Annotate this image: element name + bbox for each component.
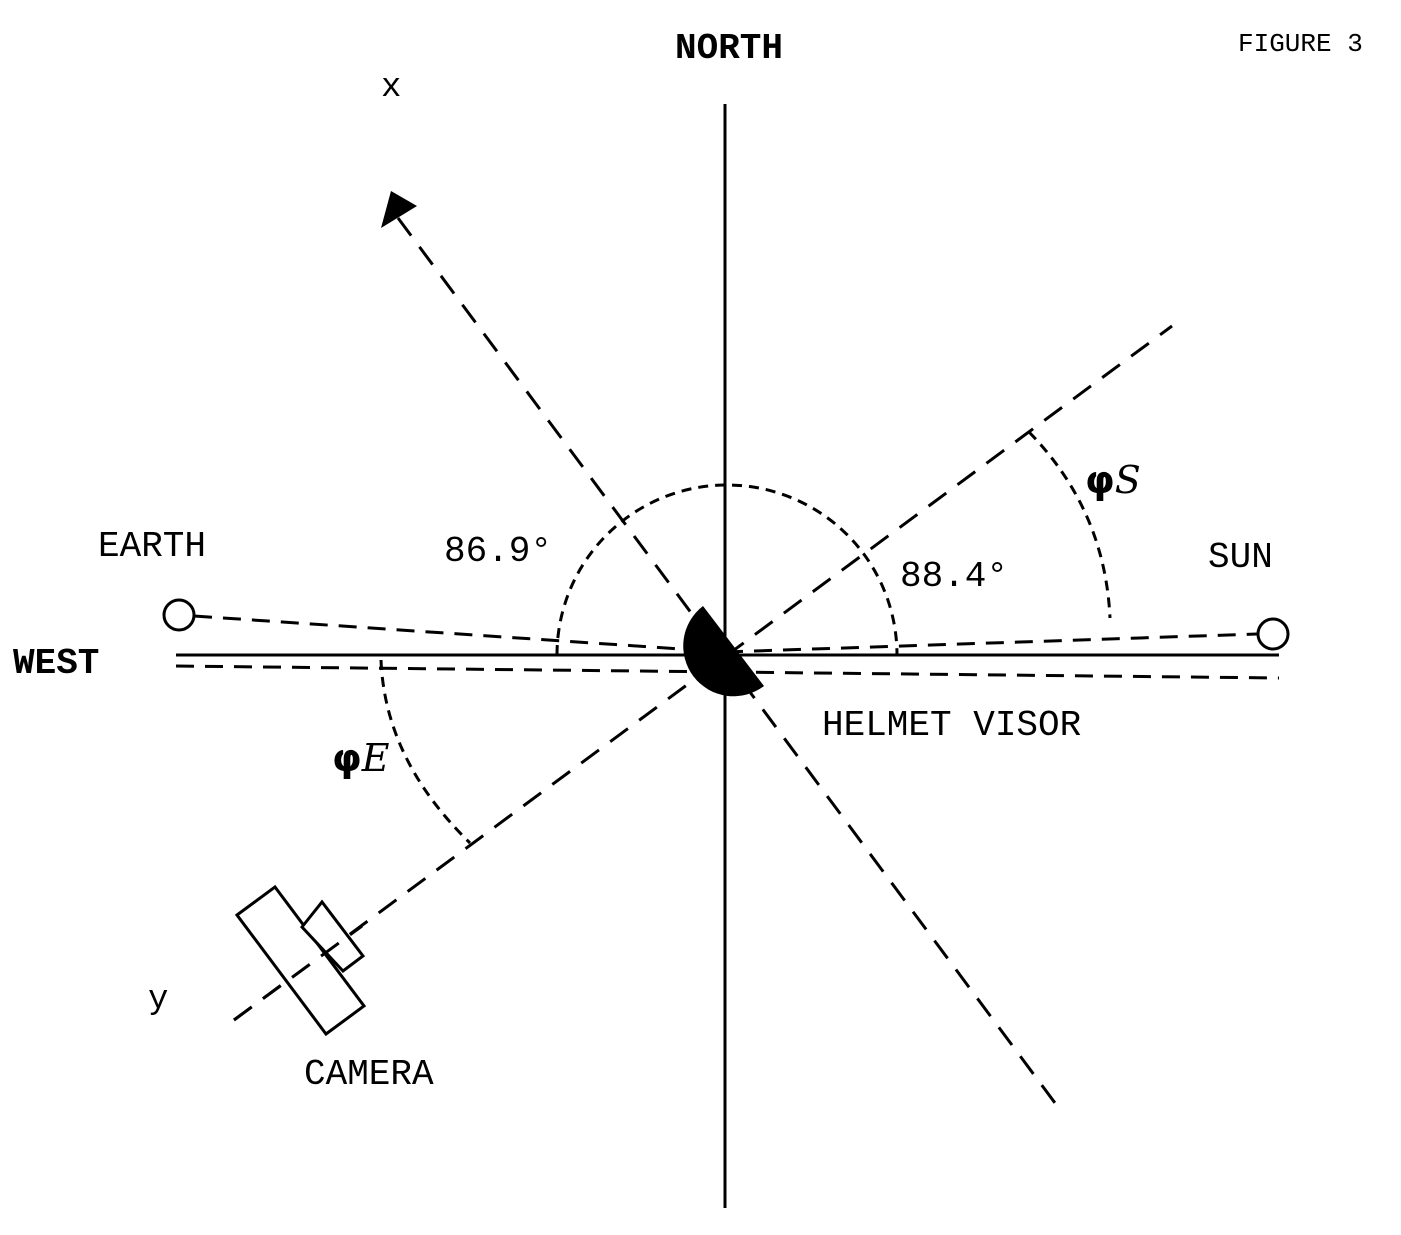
angle-label-left: 86.9° <box>444 531 552 572</box>
phi-s-label: φS <box>1085 458 1141 502</box>
earth-label: EARTH <box>98 526 206 567</box>
sun-marker <box>1256 617 1290 651</box>
camera-label: CAMERA <box>304 1054 434 1095</box>
angle-label-right: 88.4° <box>900 556 1008 597</box>
phi-e-arc <box>379 659 472 845</box>
earth-marker <box>162 598 196 632</box>
phi-s-symbol: φ <box>1085 458 1115 502</box>
phi-e-symbol: φ <box>332 736 362 780</box>
sun-label: SUN <box>1208 537 1273 578</box>
angle-arc <box>555 483 899 656</box>
figure-label: FIGURE 3 <box>1238 29 1363 59</box>
phi-s-subscript: S <box>1115 458 1141 502</box>
helmet-visor-shape <box>683 606 764 697</box>
camera-sightline <box>233 924 363 1022</box>
camera-lens <box>300 899 366 974</box>
phi-s-arc <box>1027 430 1112 619</box>
phi-e-subscript: E <box>361 736 390 780</box>
camera-icon <box>233 884 367 1037</box>
west-label: WEST <box>13 643 99 684</box>
x-axis-label: x <box>381 69 401 107</box>
sun-line <box>724 632 1258 654</box>
north-label: NORTH <box>675 28 783 69</box>
helmet-visor-label: HELMET VISOR <box>822 705 1081 746</box>
earth-line <box>193 614 726 654</box>
x-axis-arrowhead <box>381 191 417 228</box>
camera-body <box>234 884 367 1037</box>
y-axis-label: y <box>148 981 168 1019</box>
phi-e-label: φE <box>332 736 390 780</box>
